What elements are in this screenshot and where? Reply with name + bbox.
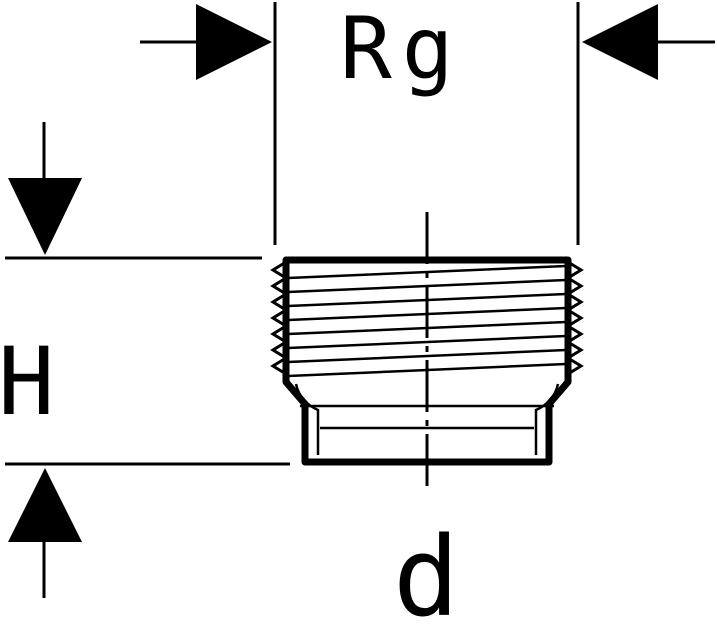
rg-arrow-right [582,4,715,80]
fitting-outline [282,256,572,466]
label-d: d [393,513,459,624]
thread-teeth-left [270,260,289,376]
rg-arrow-left [140,4,272,80]
label-rg: Rg [340,0,464,99]
fitting-inner-contour [294,383,560,455]
thread-teeth-right [565,260,584,376]
h-arrow-top [8,122,82,255]
label-h: H [0,328,55,437]
h-arrow-bottom [8,468,82,598]
